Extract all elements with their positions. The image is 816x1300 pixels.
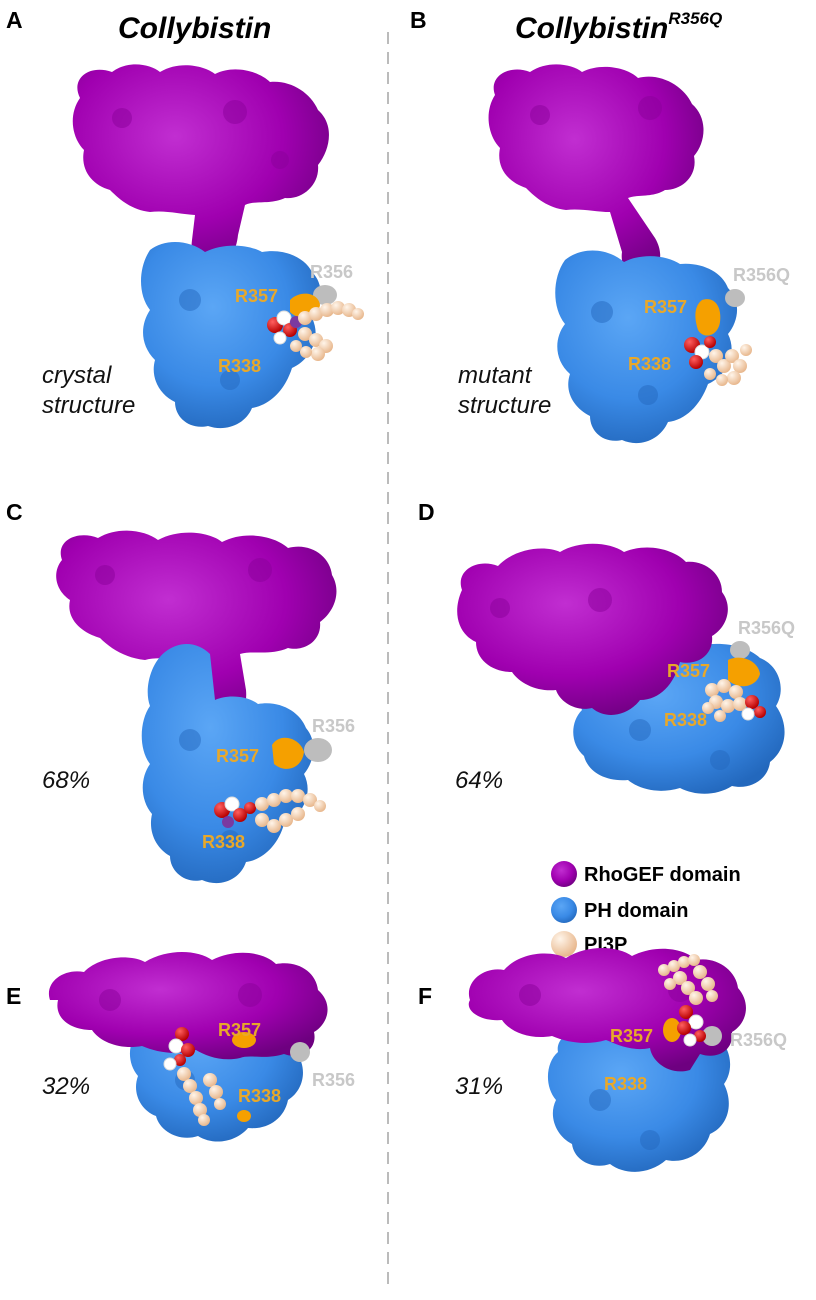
r357-patch bbox=[695, 299, 721, 336]
residue-label-r357: R357 bbox=[218, 1020, 261, 1040]
panel-letter: B bbox=[410, 7, 427, 33]
legend-item-rhogef: RhoGEF domain bbox=[551, 861, 741, 887]
pi3p-ligand bbox=[684, 336, 752, 386]
panel-letter: F bbox=[418, 983, 432, 1009]
residue-label-mutation: R356Q bbox=[733, 265, 790, 285]
residue-label-r338: R338 bbox=[628, 354, 671, 374]
panel-d: D R356Q R357 R338 64% bbox=[418, 499, 795, 794]
rhogef-surface bbox=[48, 952, 328, 1060]
r356q-patch bbox=[730, 641, 750, 659]
legend-item-ph: PH domain bbox=[551, 897, 688, 923]
residue-label-r357: R357 bbox=[667, 661, 710, 681]
pi3p-ligand bbox=[163, 1027, 226, 1126]
residue-label-mutation: R356 bbox=[312, 1070, 355, 1090]
column-title-superscript: R356Q bbox=[668, 9, 722, 28]
residue-label-mutation: R356 bbox=[310, 262, 353, 282]
r356q-patch bbox=[725, 289, 745, 307]
residue-label-mutation: R356Q bbox=[730, 1030, 787, 1050]
legend-swatch bbox=[551, 897, 577, 923]
legend-swatch bbox=[551, 931, 577, 957]
r357-patch bbox=[232, 1032, 256, 1048]
panel-e: E R357 R338 R356 32% bbox=[6, 952, 355, 1142]
pi3p-ligand bbox=[214, 789, 326, 833]
legend-swatch bbox=[551, 861, 577, 887]
residue-label-r338: R338 bbox=[218, 356, 261, 376]
rhogef-surface bbox=[457, 543, 728, 715]
residue-label-r338: R338 bbox=[202, 832, 245, 852]
pi3p-ligand bbox=[267, 301, 364, 361]
pi3p-ligand bbox=[658, 954, 718, 1047]
panel-note: 64% bbox=[455, 767, 503, 794]
r338-patch bbox=[237, 1110, 251, 1122]
r357-patch bbox=[663, 1018, 681, 1042]
r356-patch bbox=[290, 1042, 310, 1062]
panel-letter: C bbox=[6, 499, 23, 525]
residue-label-r357: R357 bbox=[216, 746, 259, 766]
ph-surface bbox=[141, 241, 321, 429]
panel-note: 32% bbox=[42, 1073, 90, 1100]
panel-letter: E bbox=[6, 983, 21, 1009]
residue-label-r338: R338 bbox=[664, 710, 707, 730]
rhogef-surface bbox=[72, 64, 329, 270]
column-title-right: CollybistinR356Q bbox=[515, 9, 722, 45]
residue-label-r338: R338 bbox=[238, 1086, 281, 1106]
legend-label: PH domain bbox=[584, 900, 688, 922]
residue-label-r338: R338 bbox=[604, 1074, 647, 1094]
column-title-left: Collybistin bbox=[118, 12, 271, 45]
pi3p-ligand bbox=[702, 679, 766, 722]
legend: RhoGEF domain PH domain PI3P bbox=[551, 861, 741, 957]
residue-label-r357: R357 bbox=[235, 286, 278, 306]
panel-note: 31% bbox=[455, 1073, 503, 1100]
rhogef-surface bbox=[56, 530, 337, 728]
panel-f: F R357 R338 R356Q 31% bbox=[418, 948, 787, 1172]
panel-note: 68% bbox=[42, 767, 90, 794]
panel-c: C R356 R357 R338 68% bbox=[6, 499, 355, 884]
r356q-patch bbox=[702, 1026, 722, 1046]
residue-label-mutation: R356 bbox=[312, 716, 355, 736]
ph-surface bbox=[555, 250, 738, 444]
residue-label-mutation: R356Q bbox=[738, 618, 795, 638]
r357-patch bbox=[728, 657, 760, 687]
residue-label-r357: R357 bbox=[644, 297, 687, 317]
residue-label-r357: R357 bbox=[610, 1026, 653, 1046]
r356-patch bbox=[313, 285, 337, 305]
legend-label: RhoGEF domain bbox=[584, 864, 741, 886]
panel-letter: D bbox=[418, 499, 435, 525]
rhogef-surface bbox=[488, 64, 704, 279]
panel-letter: A bbox=[6, 7, 23, 33]
r357-patch bbox=[272, 737, 304, 769]
r356-patch bbox=[304, 738, 332, 762]
